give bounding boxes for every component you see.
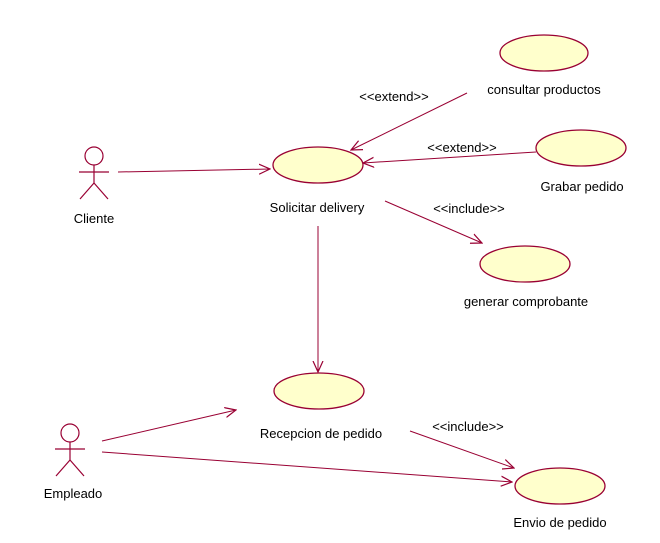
relation-grabar-solicitar xyxy=(363,151,537,163)
actor-label-empleado: Empleado xyxy=(44,486,103,501)
relation-cliente-solicitar xyxy=(117,169,270,172)
relation-solicitar-generar xyxy=(384,200,482,243)
stereotype-extend-grabar: <<extend>> xyxy=(427,140,496,155)
use-case-label-generar-comprobante: generar comprobante xyxy=(464,294,588,309)
use-case-solicitar-delivery xyxy=(272,146,364,184)
relation-empleado-envio xyxy=(101,451,512,482)
relation-recepcion-envio xyxy=(409,430,514,468)
use-case-label-consultar-productos: consultar productos xyxy=(487,82,601,97)
use-case-label-envio-de-pedido: Envio de pedido xyxy=(513,515,606,530)
relation-consultar-solicitar xyxy=(351,92,468,150)
use-case-recepcion-de-pedido xyxy=(273,372,365,410)
actor-label-cliente: Cliente xyxy=(74,211,114,226)
use-case-envio-de-pedido xyxy=(514,467,606,505)
stereotype-include-envio: <<include>> xyxy=(432,419,504,434)
use-case-label-grabar-pedido: Grabar pedido xyxy=(540,179,623,194)
stereotype-include-generar: <<include>> xyxy=(433,201,505,216)
use-case-label-solicitar-delivery: Solicitar delivery xyxy=(270,200,365,215)
stereotype-extend-consultar: <<extend>> xyxy=(359,89,428,104)
actor-cliente xyxy=(79,146,109,200)
use-case-generar-comprobante xyxy=(479,245,571,283)
use-case-consultar-productos xyxy=(499,34,589,72)
actor-empleado xyxy=(55,423,85,477)
use-case-grabar-pedido xyxy=(535,129,627,167)
relation-empleado-recepcion xyxy=(101,410,236,442)
use-case-label-recepcion-de-pedido: Recepcion de pedido xyxy=(260,426,382,441)
